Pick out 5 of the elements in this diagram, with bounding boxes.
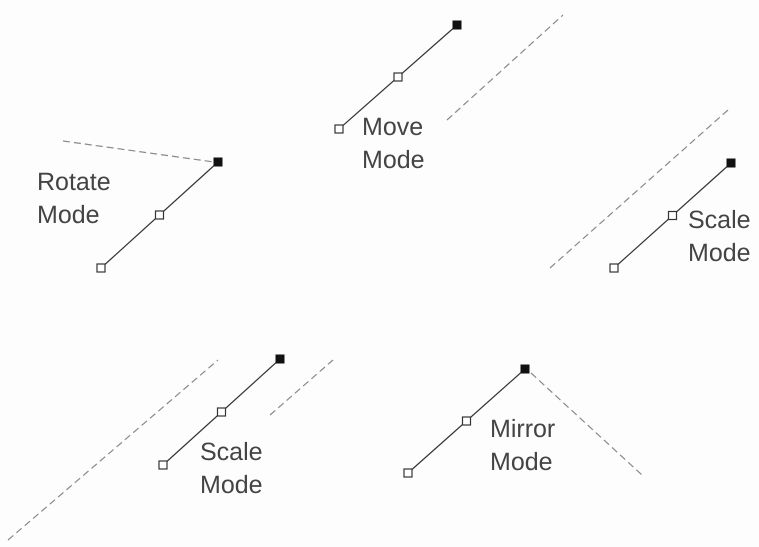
mode-label: Scale Mode <box>200 437 263 501</box>
mode-label: Move Mode <box>362 112 425 176</box>
mode-label: Scale Mode <box>688 205 751 269</box>
mode-label: Rotate Mode <box>37 167 111 231</box>
mode-label: Mirror Mode <box>490 414 556 478</box>
